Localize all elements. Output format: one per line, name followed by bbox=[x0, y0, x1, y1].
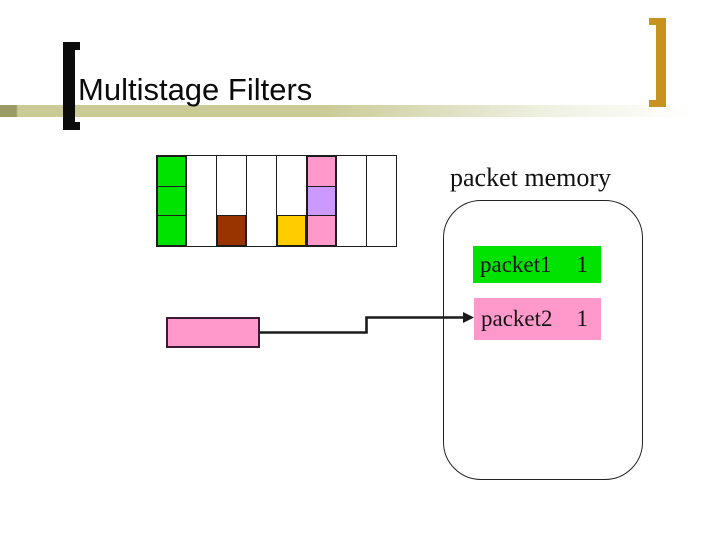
grid-cell-green bbox=[157, 156, 186, 187]
counter-grid bbox=[156, 155, 397, 247]
packet-entry-count: 1 bbox=[576, 251, 589, 277]
grid-cell-green bbox=[157, 215, 186, 246]
packet-entry-count: 1 bbox=[576, 306, 589, 331]
packet-memory-label: packet memory bbox=[450, 163, 611, 192]
title-underline bbox=[0, 105, 720, 117]
grid-column bbox=[337, 156, 367, 246]
grid-cell-yellow bbox=[277, 215, 306, 246]
grid-cell-brown bbox=[217, 215, 246, 246]
left-bracket-decoration bbox=[63, 42, 80, 130]
grid-column bbox=[247, 156, 277, 246]
grid-cell-green bbox=[157, 185, 186, 217]
grid-cell-purple bbox=[307, 185, 336, 217]
grid-column bbox=[277, 156, 307, 246]
packet-entry-name: packet1 bbox=[480, 251, 552, 277]
grid-cell-pink bbox=[307, 156, 336, 187]
incoming-packet-rect bbox=[166, 317, 260, 348]
page-title: Multistage Filters bbox=[78, 72, 313, 107]
packet-memory-container bbox=[443, 200, 643, 480]
packet-entry-2: packet2 1 bbox=[474, 298, 601, 340]
grid-column bbox=[187, 156, 217, 246]
packet-entry-name: packet2 bbox=[481, 306, 553, 331]
grid-column bbox=[367, 156, 396, 246]
right-bracket-decoration bbox=[649, 18, 666, 107]
grid-column bbox=[307, 156, 337, 246]
grid-cell-pink bbox=[307, 215, 336, 246]
grid-column bbox=[217, 156, 247, 246]
packet-entry-1: packet1 1 bbox=[473, 246, 601, 283]
grid-column bbox=[157, 156, 187, 246]
